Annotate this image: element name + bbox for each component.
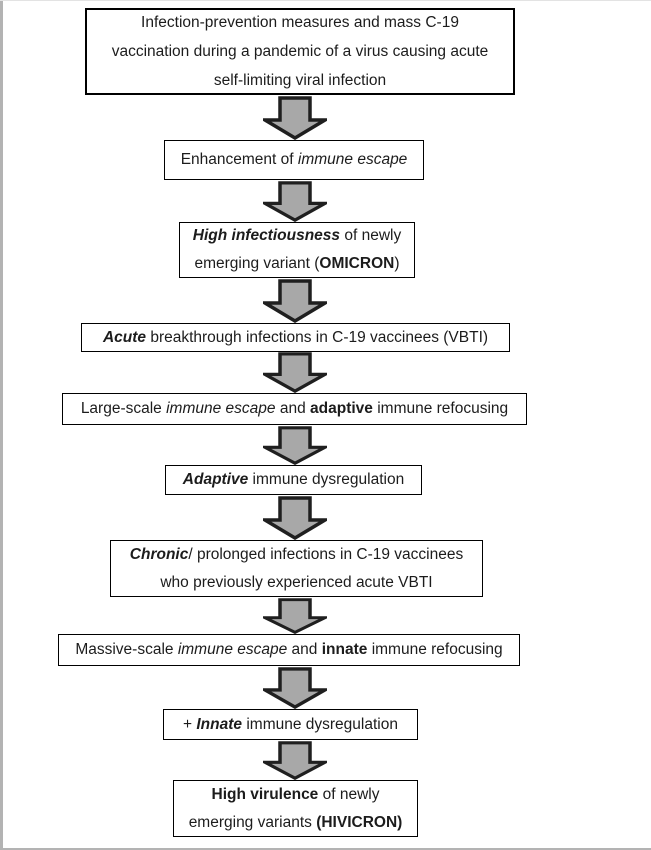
page-top-edge [0,0,651,1]
flow-node-high-infectiousness: High infectiousness of newly emerging va… [179,222,415,278]
flow-node-label: Large-scale immune escape and adaptive i… [80,400,509,417]
flow-node-large-scale-escape: Large-scale immune escape and adaptive i… [62,393,527,425]
flow-node-label: + Innate immune dysregulation [183,715,398,733]
down-arrow-icon [263,279,327,323]
down-arrow-icon [263,352,327,393]
flow-node-high-virulence: High virulence of newly emerging variant… [173,780,418,837]
flow-node-label: Acute breakthrough infections in C-19 va… [102,328,489,346]
flow-node-enhancement-immune-escape: Enhancement of immune escape [164,140,424,180]
flow-node-label: Chronic/ prolonged infections in C-19 va… [129,545,464,591]
flow-node-chronic-infections: Chronic/ prolonged infections in C-19 va… [110,540,483,597]
flow-node-label: Massive-scale immune escape and innate i… [75,641,503,658]
flow-node-label: Adaptive immune dysregulation [182,471,405,488]
down-arrow-icon [263,598,327,634]
flow-node-adaptive-dysregulation: Adaptive immune dysregulation [165,465,422,495]
flow-node-label: Enhancement of immune escape [180,151,408,168]
flow-node-label: Infection-prevention measures and mass C… [111,14,489,89]
down-arrow-icon [263,96,327,140]
flow-node-infection-prevention: Infection-prevention measures and mass C… [85,8,515,95]
down-arrow-icon [263,181,327,222]
flow-node-label: High virulence of newly emerging variant… [188,785,403,831]
page-bottom-edge [0,848,651,850]
down-arrow-icon [263,496,327,540]
down-arrow-icon [263,741,327,780]
down-arrow-icon [263,426,327,465]
flow-node-label: High infectiousness of newly emerging va… [192,227,402,272]
page-left-edge [0,0,3,850]
flow-node-massive-scale-escape: Massive-scale immune escape and innate i… [58,634,520,666]
flow-node-acute-vbti: Acute breakthrough infections in C-19 va… [81,323,510,352]
flow-node-innate-dysregulation: + Innate immune dysregulation [163,709,418,740]
down-arrow-icon [263,667,327,709]
